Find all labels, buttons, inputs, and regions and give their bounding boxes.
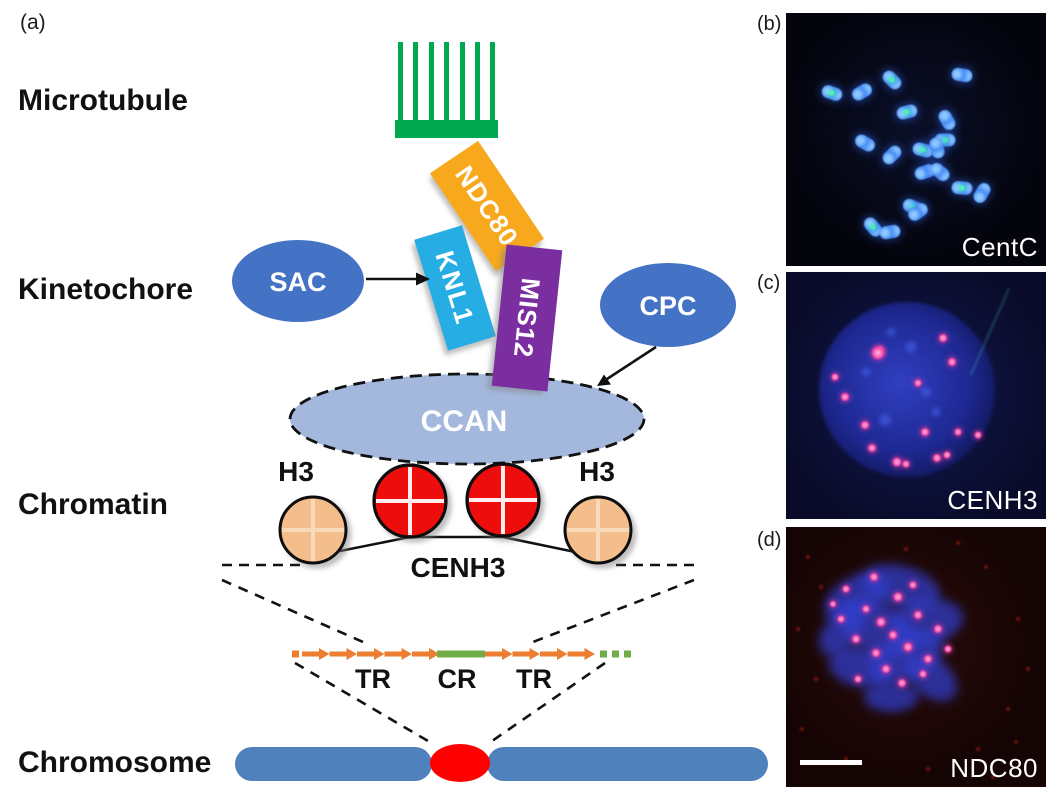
cenh3-nucleosome-left [372, 463, 448, 539]
scale-bar [800, 760, 862, 765]
sac-complex: SAC [232, 240, 364, 322]
cpc-complex: CPC [600, 263, 736, 347]
cr-label: CR [438, 664, 477, 694]
ccan-complex: CCAN [288, 372, 646, 466]
tr-label-right: TR [516, 664, 552, 694]
panel-a-tag: (a) [20, 11, 46, 34]
mis12-box: MIS12 [491, 244, 563, 392]
cenh3-nucleosome-right [465, 462, 541, 538]
h3-nucleosome-right [563, 495, 633, 565]
panel-b-field [786, 13, 1046, 266]
panel-b-caption: CentC [961, 232, 1038, 262]
zoom-funnel-lower [294, 661, 606, 743]
zoom-funnel-upper [221, 578, 695, 644]
cr-continuation-dots [600, 650, 631, 658]
panel-b-tag: (b) [757, 13, 782, 35]
row-label-kinetochore: Kinetochore [18, 273, 193, 306]
cenh3-label: CENH3 [411, 552, 506, 583]
tr-arrows-right [485, 648, 595, 660]
sac-arrow [366, 272, 430, 286]
chromosome-shape [235, 744, 768, 782]
micrograph-cenh3: CENH3 [786, 272, 1046, 519]
repeat-array [292, 648, 631, 660]
knl1-box: KNL1 [414, 225, 496, 351]
cpc-label: CPC [639, 291, 696, 321]
tr-label-left: TR [355, 664, 391, 694]
cpc-arrow [597, 345, 657, 386]
panel-c-caption: CENH3 [947, 485, 1038, 515]
microtubule-shape [395, 42, 498, 138]
row-label-chromatin: Chromatin [18, 488, 168, 521]
panel-c-tag: (c) [757, 272, 781, 294]
h3-nucleosome-left [278, 495, 348, 565]
sac-label: SAC [269, 267, 326, 297]
ccan-label: CCAN [421, 405, 508, 438]
row-label-microtubule: Microtubule [18, 84, 188, 117]
h3-label-left: H3 [278, 456, 314, 487]
micrograph-ndc80: NDC80 [786, 527, 1046, 787]
h3-label-right: H3 [579, 456, 615, 487]
kinetochore-diagram: (a) Microtubule Kinetochore Chromatin Ch… [18, 11, 768, 782]
tr-arrows-left [302, 648, 440, 660]
panel-d-tag: (d) [757, 529, 782, 551]
row-label-chromosome: Chromosome [18, 746, 211, 779]
centromere-dot [430, 744, 490, 782]
nucleosome-dna-line [329, 535, 581, 555]
panel-d-field [786, 527, 1046, 787]
panel-d-caption: NDC80 [950, 753, 1038, 783]
cr-segment [437, 650, 485, 658]
micrograph-centc: CentC [786, 13, 1046, 266]
nucleus-blob [819, 302, 995, 477]
panel-c-field [786, 272, 1046, 519]
